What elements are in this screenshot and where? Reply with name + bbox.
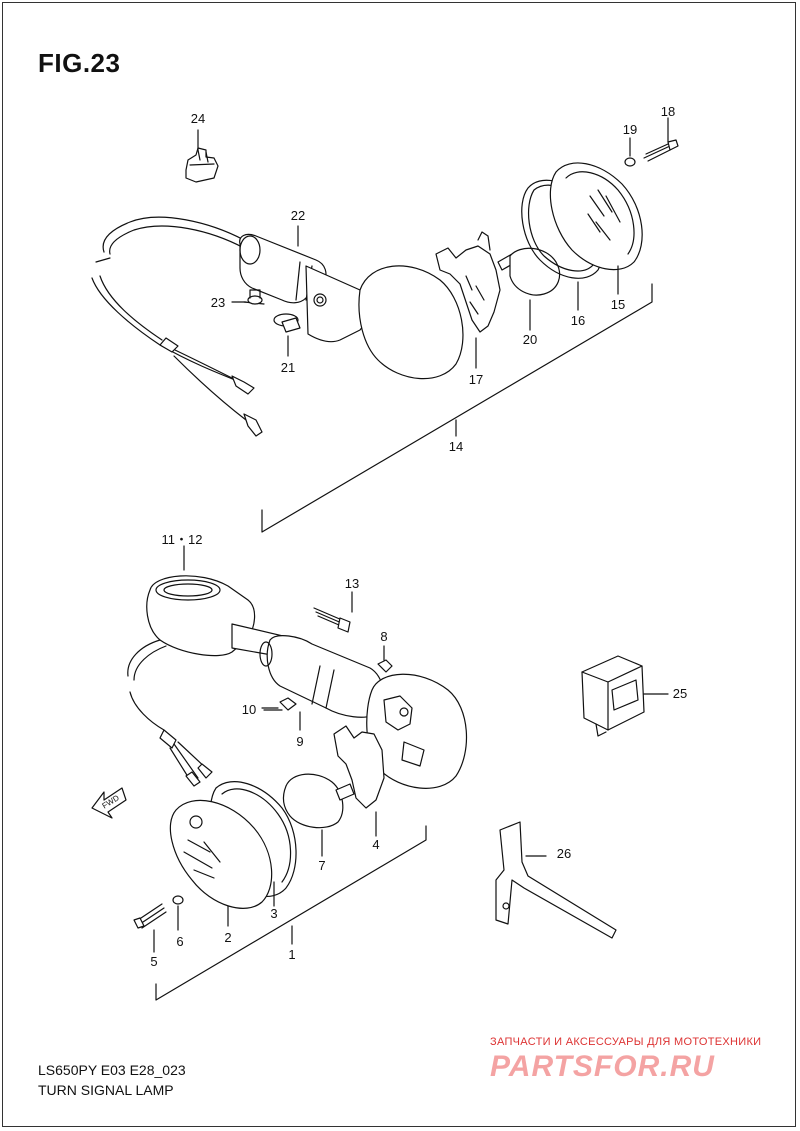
callout-16: 16 — [571, 313, 585, 328]
part-21-screw[interactable] — [273, 313, 301, 333]
part-22-wire-harness — [91, 216, 263, 437]
callout-25: 25 — [673, 686, 687, 701]
part-25-relay[interactable] — [581, 655, 669, 737]
part-13-bolt[interactable] — [313, 591, 353, 633]
model-code: LS650PY E03 E28_023 — [38, 1062, 186, 1078]
callout-22: 22 — [291, 208, 305, 223]
callout-20: 20 — [523, 332, 537, 347]
fwd-arrow-icon — [91, 787, 127, 819]
part-20-bulb[interactable] — [497, 247, 561, 296]
part-22-stem[interactable] — [239, 233, 370, 343]
callout-19: 19 — [623, 122, 637, 137]
part-18-screw[interactable] — [643, 139, 679, 162]
callout-9: 9 — [296, 734, 303, 749]
bracket-1 — [155, 825, 427, 1001]
callout-6: 6 — [176, 934, 183, 949]
watermark-tagline: ЗАПЧАСТИ И АКСЕССУАРЫ ДЛЯ МОТОТЕХНИКИ — [490, 1036, 762, 1048]
callout-10: 10 — [242, 702, 256, 717]
callout-7: 7 — [318, 858, 325, 873]
callout-labels: 24 22 23 21 17 20 16 15 19 18 14 11・12 1… — [101, 104, 688, 969]
callout-18: 18 — [661, 104, 675, 119]
callout-3: 3 — [270, 906, 277, 921]
callout-2: 2 — [224, 930, 231, 945]
callout-4: 4 — [372, 837, 379, 852]
part-8-screw[interactable] — [377, 645, 393, 673]
part-10-screw[interactable] — [263, 697, 297, 711]
callout-5: 5 — [150, 954, 157, 969]
callout-14: 14 — [449, 439, 463, 454]
callout-15: 15 — [611, 297, 625, 312]
part-9-stem[interactable] — [231, 623, 385, 718]
part-19-washer[interactable] — [624, 157, 636, 167]
figure-caption: TURN SIGNAL LAMP — [38, 1082, 174, 1098]
figure-title: FIG.23 — [38, 48, 121, 78]
lower-wire-harness — [127, 639, 213, 787]
callout-8: 8 — [380, 629, 387, 644]
callout-11-12: 11・12 — [162, 532, 203, 547]
part-6-washer[interactable] — [172, 895, 184, 931]
part-2-lens[interactable] — [169, 799, 273, 927]
callout-26: 26 — [557, 846, 571, 861]
callout-23: 23 — [211, 295, 225, 310]
part-17-socket-plate[interactable] — [435, 231, 501, 333]
part-14-lamp-body[interactable] — [358, 265, 464, 380]
part-5-screw[interactable] — [133, 903, 167, 953]
bracket-14 — [261, 283, 653, 533]
part-7-bulb[interactable] — [282, 773, 355, 857]
part-26-bracket[interactable] — [495, 821, 617, 939]
callout-17: 17 — [469, 372, 483, 387]
part-24-clamp[interactable] — [185, 147, 219, 183]
callout-1: 1 — [288, 947, 295, 962]
part-4-socket-plate[interactable] — [333, 725, 385, 837]
callout-13: 13 — [345, 576, 359, 591]
callout-21: 21 — [281, 360, 295, 375]
watermark-logo: PARTSFOR.RU — [490, 1050, 715, 1083]
part-23-screw[interactable] — [243, 289, 265, 305]
part-15-lens[interactable] — [549, 162, 643, 271]
leader-lines-lower — [261, 707, 301, 731]
callout-24: 24 — [191, 111, 205, 126]
leader-lines-upper — [197, 117, 669, 369]
